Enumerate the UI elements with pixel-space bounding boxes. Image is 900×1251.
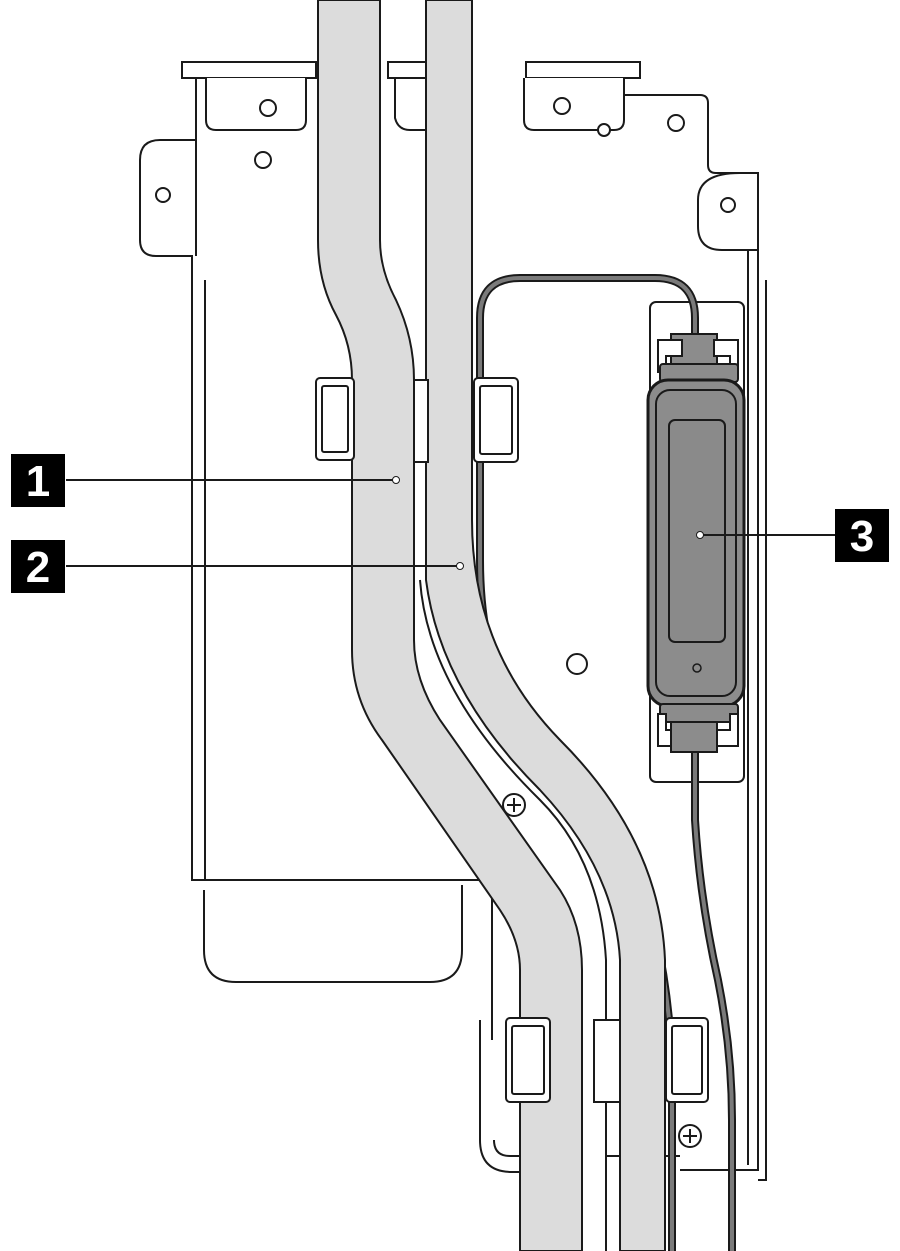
module-label-area: [668, 419, 726, 643]
screw-slot: [507, 798, 521, 812]
callout-2-dot: [456, 562, 464, 570]
hose-clip: [593, 1019, 621, 1103]
callout-2: 2: [11, 540, 464, 593]
callout-1: 1: [11, 454, 400, 507]
hose-clips: [315, 377, 709, 1103]
hole: [254, 151, 272, 169]
callout-2-box: [11, 540, 65, 593]
connector-body: [670, 721, 718, 753]
hole: [553, 97, 571, 115]
right-ear: [697, 172, 758, 251]
callout-1-box: [11, 454, 65, 507]
hose-clip-inner: [479, 385, 513, 455]
module-connector-bottom: [657, 703, 739, 753]
lower-cover: [192, 879, 463, 983]
top-flange-right: [525, 61, 641, 79]
hose-2-body: [425, 0, 666, 1251]
hose-clip-inner: [321, 385, 349, 453]
hose-2-outer-edge: [419, 579, 607, 1251]
callout-2-label: 2: [26, 543, 50, 592]
connector-base: [659, 703, 739, 723]
sensor-cable-lower-fill: [693, 738, 734, 1251]
top-tab-right: [523, 78, 625, 131]
top-flange-left: [181, 61, 317, 79]
hole: [720, 197, 736, 213]
hose-clip-inner: [671, 1025, 703, 1095]
screw: [597, 123, 611, 137]
callout-1-label: 1: [26, 457, 50, 506]
leak-detection-module: [646, 333, 746, 753]
callout-3-box: [835, 509, 889, 562]
right-edge-outer: [758, 280, 767, 1181]
hose-1-body: [317, 0, 583, 1251]
callout-3-label: 3: [850, 512, 874, 561]
hose-clip: [413, 379, 429, 463]
top-tab-left: [205, 78, 307, 131]
screws: [502, 793, 702, 1148]
module-connector-top: [657, 333, 739, 383]
hose-clip-inner: [511, 1025, 545, 1095]
callout-3: 3: [696, 509, 889, 562]
hole: [155, 187, 171, 203]
hose-1: [317, 0, 583, 1251]
mounting-holes: [155, 97, 736, 675]
screw-slot: [683, 1129, 697, 1143]
hole: [566, 653, 588, 675]
hole: [667, 114, 685, 132]
callout-1-dot: [392, 476, 400, 484]
hose-2: [419, 0, 666, 1251]
top-flange-mid: [387, 61, 429, 79]
top-tab-mid: [394, 78, 428, 131]
callout-3-dot: [696, 531, 704, 539]
module-led: [692, 663, 702, 673]
lower-extension: [479, 880, 530, 1173]
hole: [259, 99, 277, 117]
sensor-cable-lower: [691, 736, 736, 1251]
